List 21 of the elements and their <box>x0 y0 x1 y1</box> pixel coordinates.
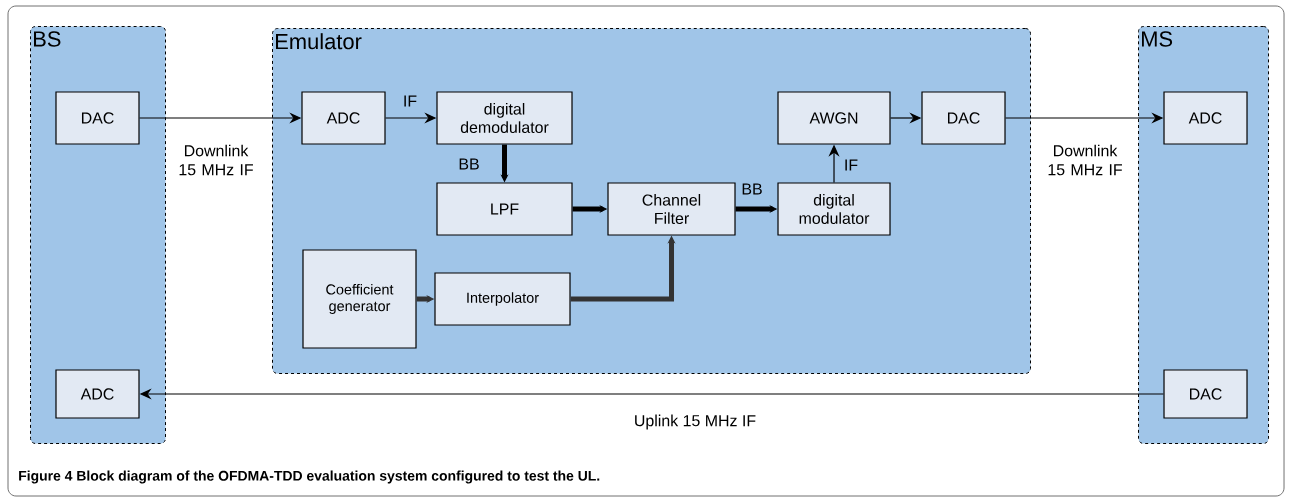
block-box: ADC <box>55 369 140 419</box>
edge-label: IF <box>404 95 417 107</box>
block-box: Channel Filter <box>607 182 736 236</box>
block-box: digital demodulator <box>436 91 573 145</box>
block-box: DAC <box>55 91 140 145</box>
block-box: ADC <box>301 91 386 145</box>
edge-label: Downlink 15 MHz IF <box>179 144 253 176</box>
block-box: DAC <box>1163 369 1248 419</box>
edge-label: IF <box>845 159 858 171</box>
edge-label: Uplink 15 MHz IF <box>635 414 756 430</box>
edge-label: BB <box>742 183 762 195</box>
block-box: Coefficient generator <box>302 249 417 349</box>
edge-label: BB <box>459 158 479 170</box>
edge-label: Downlink 15 MHz IF <box>1048 144 1122 176</box>
block-box: Interpolator <box>434 272 571 326</box>
block-box: digital modulator <box>777 182 891 236</box>
block-box: ADC <box>1163 91 1248 145</box>
caption: Figure 4 Block diagram of the OFDMA-TDD evaluation system configured to test the UL. <box>19 470 600 484</box>
block-box: AWGN <box>777 91 891 145</box>
block-box: DAC <box>921 91 1006 145</box>
block-box: LPF <box>436 182 573 236</box>
